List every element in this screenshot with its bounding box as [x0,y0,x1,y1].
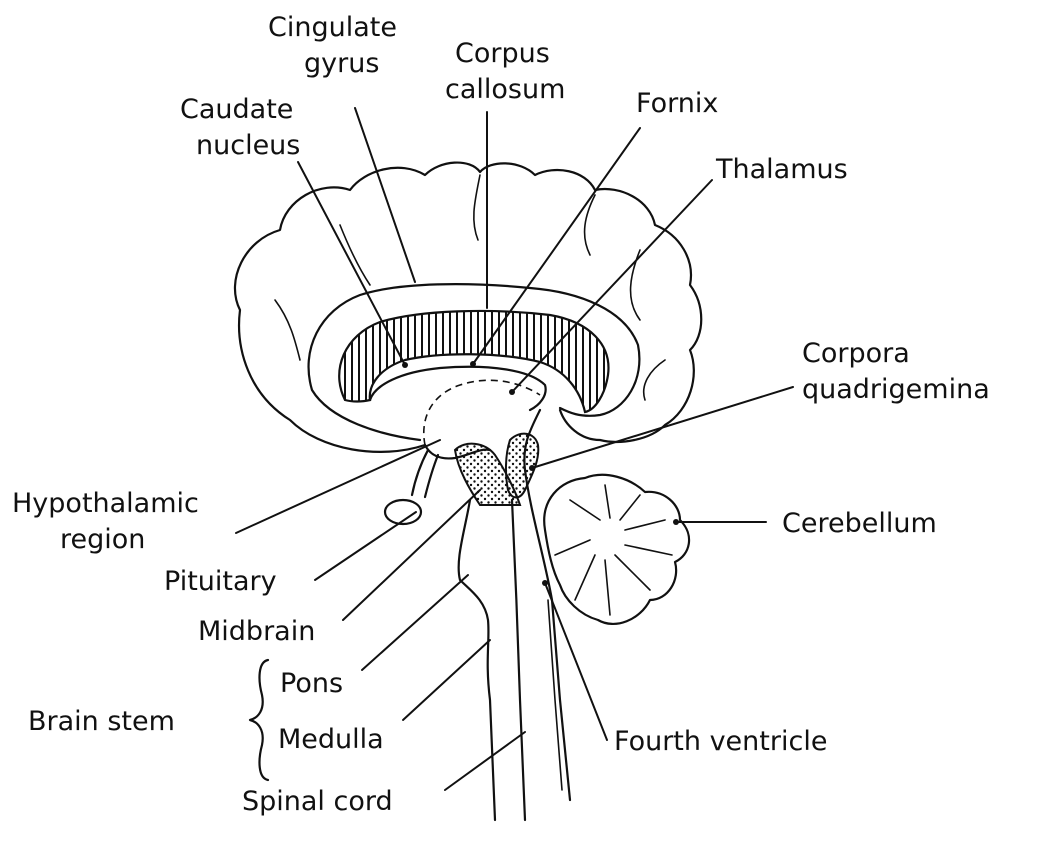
leader-pituitary [315,512,416,580]
label-midbrain: Midbrain [198,616,315,647]
cerebellum-folia [570,500,600,520]
gyral-fold [275,300,300,360]
leader-medulla [403,640,490,720]
label-corpora-quadrigemina-line1: Corpora [802,338,910,369]
cerebellum-folia [625,520,665,530]
pointer-dot [402,362,408,368]
label-corpora-quadrigemina-line2: quadrigemina [802,374,990,405]
label-brain-stem: Brain stem [28,706,175,737]
label-pituitary: Pituitary [164,566,277,597]
gyral-fold [644,360,665,400]
cerebellum-folia [555,540,590,555]
pituitary-stalk [412,450,428,495]
leader-spinal-cord [445,732,525,790]
label-hypothalamic-region-line2: region [60,524,145,555]
cerebellum-folia [615,555,650,590]
label-medulla: Medulla [278,724,384,755]
label-cingulate-gyrus-line1: Cingulate [268,12,397,43]
cerebellum-outline [544,475,689,624]
cerebrum-outline [235,163,701,452]
brainstem-posterior [512,500,525,820]
cerebellum-folia [620,495,640,520]
label-corpus-callosum-line2: callosum [445,74,565,105]
leader-hypothalamic-region [236,440,440,533]
pointer-dot [529,465,535,471]
label-caudate-nucleus-line2: nucleus [196,130,300,161]
label-thalamus: Thalamus [715,154,848,185]
leader-caudate-nucleus [298,162,405,365]
cerebellum-folia [575,555,595,600]
pointer-dot [470,361,476,367]
gyral-fold [474,175,480,240]
label-hypothalamic-region-line1: Hypothalamic [12,488,199,519]
label-cerebellum: Cerebellum [782,508,937,539]
cerebellum-folia [605,560,610,615]
pointer-dot [509,389,515,395]
leader-pons [362,575,468,670]
brain-stem-brace [250,660,268,780]
label-caudate-nucleus-line1: Caudate [180,94,293,125]
thalamus-region [370,367,546,410]
label-fornix: Fornix [636,88,718,119]
brainstem-anterior [459,500,495,820]
label-cingulate-gyrus-line2: gyrus [304,48,379,79]
pointer-dot [542,580,548,586]
pituitary-stalk [425,455,438,497]
pointer-dot [673,519,679,525]
cerebellum-folia [625,545,672,555]
label-corpus-callosum-line1: Corpus [455,38,550,69]
label-spinal-cord: Spinal cord [242,786,393,817]
cerebellum-folia [605,485,610,518]
leader-thalamus [512,180,712,392]
label-fourth-ventricle: Fourth ventricle [614,726,827,757]
label-pons: Pons [280,668,343,699]
gyral-fold [340,225,370,285]
leader-cingulate-gyrus [355,108,415,282]
